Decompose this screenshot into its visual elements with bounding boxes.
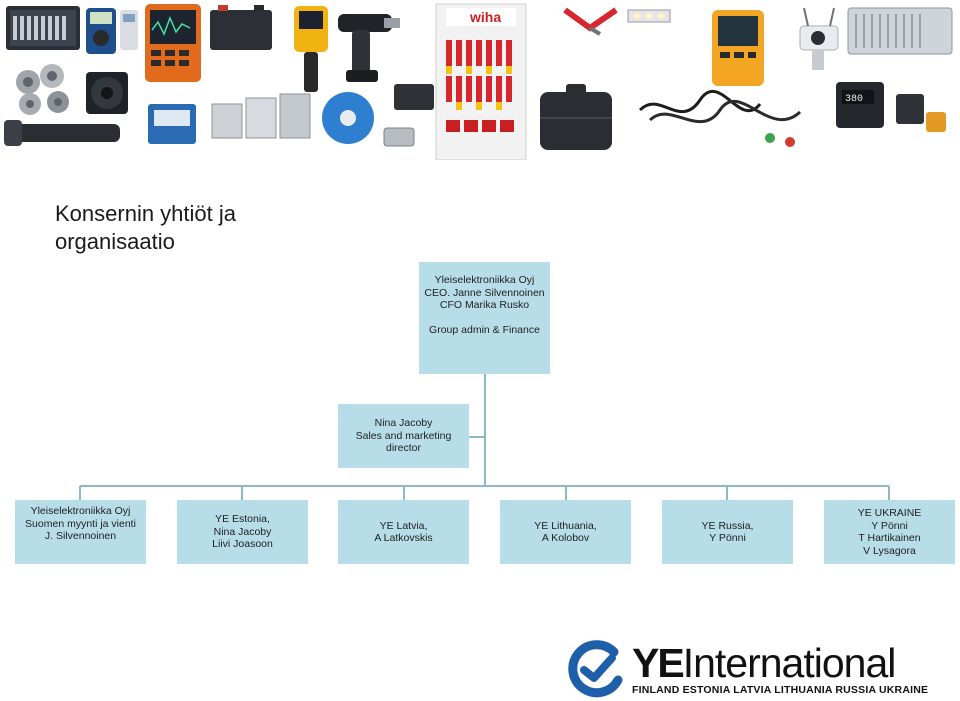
flashlight-icon — [4, 120, 120, 146]
multimeter-icon — [120, 10, 138, 50]
pliers-icon — [563, 7, 618, 36]
battery-icon — [210, 5, 272, 50]
node-line: A Latkovskis — [374, 532, 433, 544]
node-line: Yleiselektroniikka Oyj — [30, 505, 131, 517]
oscilloscope-icon — [145, 4, 201, 82]
node-line: Liivi Joasoon — [212, 538, 273, 551]
power-supply-icon — [148, 104, 196, 144]
svg-text:wiha: wiha — [469, 9, 501, 25]
logo-wordmark: YEInternational — [632, 640, 897, 686]
node-line: YE UKRAINE — [857, 507, 922, 519]
tool-case-icon — [540, 84, 612, 150]
connector-icon — [383, 84, 434, 147]
page-title-line-2: organisaatio — [55, 229, 175, 254]
org-node-parent-company: Yleiselektroniikka Oyj CEO. Janne Silven… — [419, 262, 550, 374]
test-leads-icon — [638, 90, 802, 147]
soldering-station-icon: 380 — [836, 82, 946, 132]
thermal-camera-icon — [294, 6, 328, 92]
node-line: YE Russia, — [701, 519, 754, 532]
sales-director-role-line-1: Sales and marketing — [355, 429, 452, 442]
cable-reel-icon — [322, 92, 374, 144]
security-camera-icon — [799, 7, 839, 70]
org-node-sales-director: Nina Jacoby Sales and marketing director — [338, 404, 469, 468]
parent-company-ceo: CEO. Janne Silvennoinen — [424, 286, 545, 299]
logo-countries: FINLAND ESTONIA LATVIA LITHUANIA RUSSIA … — [632, 684, 929, 696]
sales-director-name: Nina Jacoby — [374, 417, 433, 430]
org-node-estonia: YE Estonia, Nina Jacoby Liivi Joasoon — [177, 500, 308, 564]
svg-text:380: 380 — [845, 94, 863, 105]
node-line: YE Latvia, — [379, 519, 428, 532]
parent-company-group: Group admin & Finance — [429, 323, 540, 336]
org-node-latvia: YE Latvia, A Latkovskis — [338, 500, 469, 564]
org-node-ukraine: YE UKRAINE Y Pönni T Hartikainen V Lysag… — [824, 500, 955, 564]
ye-international-logo: YEInternational FINLAND ESTONIA LATVIA L… — [568, 640, 938, 698]
node-line: YE Estonia, — [215, 513, 270, 526]
multimeter-icon — [86, 8, 116, 54]
page-title-line-1: Konsernin yhtiöt ja — [55, 201, 236, 226]
power-supply-icon — [847, 7, 953, 55]
led-strip-icon — [627, 9, 671, 23]
tool-kit-icon — [6, 6, 80, 50]
node-line: Suomen myynti ja vienti — [25, 517, 136, 530]
org-node-russia: YE Russia, Y Pönni — [662, 500, 793, 564]
node-line: V Lysagora — [863, 544, 916, 557]
page-title: Konsernin yhtiöt ja organisaatio — [55, 200, 236, 256]
power-supply-units-icon — [211, 93, 311, 139]
org-node-finland: Yleiselektroniikka Oyj Suomen myynti ja … — [15, 500, 146, 564]
product-banner: wiha — [0, 0, 960, 160]
ye-logo-mark-icon — [568, 640, 623, 698]
solder-wire-icon — [16, 64, 69, 115]
scope-meter-icon — [712, 10, 764, 86]
logo-brand-rest: International — [682, 640, 897, 686]
node-line: Y Pönni — [709, 532, 746, 544]
node-line: Y Pönni — [871, 519, 908, 532]
screwdriver-set-icon: wiha — [435, 3, 527, 160]
node-line: YE Lithuania, — [534, 519, 597, 532]
node-line: J. Silvennoinen — [44, 530, 117, 542]
org-node-lithuania: YE Lithuania, A Kolobov — [500, 500, 631, 564]
parent-company-cfo: CFO Marika Rusko — [439, 299, 530, 311]
cooling-fan-icon — [86, 72, 128, 114]
logo-brand-bold: YE — [632, 640, 685, 686]
node-line: A Kolobov — [541, 532, 590, 544]
parent-company-name: Yleiselektroniikka Oyj — [434, 274, 535, 286]
node-line: T Hartikainen — [858, 532, 921, 544]
drill-icon — [338, 14, 400, 82]
sales-director-role-line-2: director — [385, 442, 421, 455]
node-line: Nina Jacoby — [213, 525, 272, 538]
